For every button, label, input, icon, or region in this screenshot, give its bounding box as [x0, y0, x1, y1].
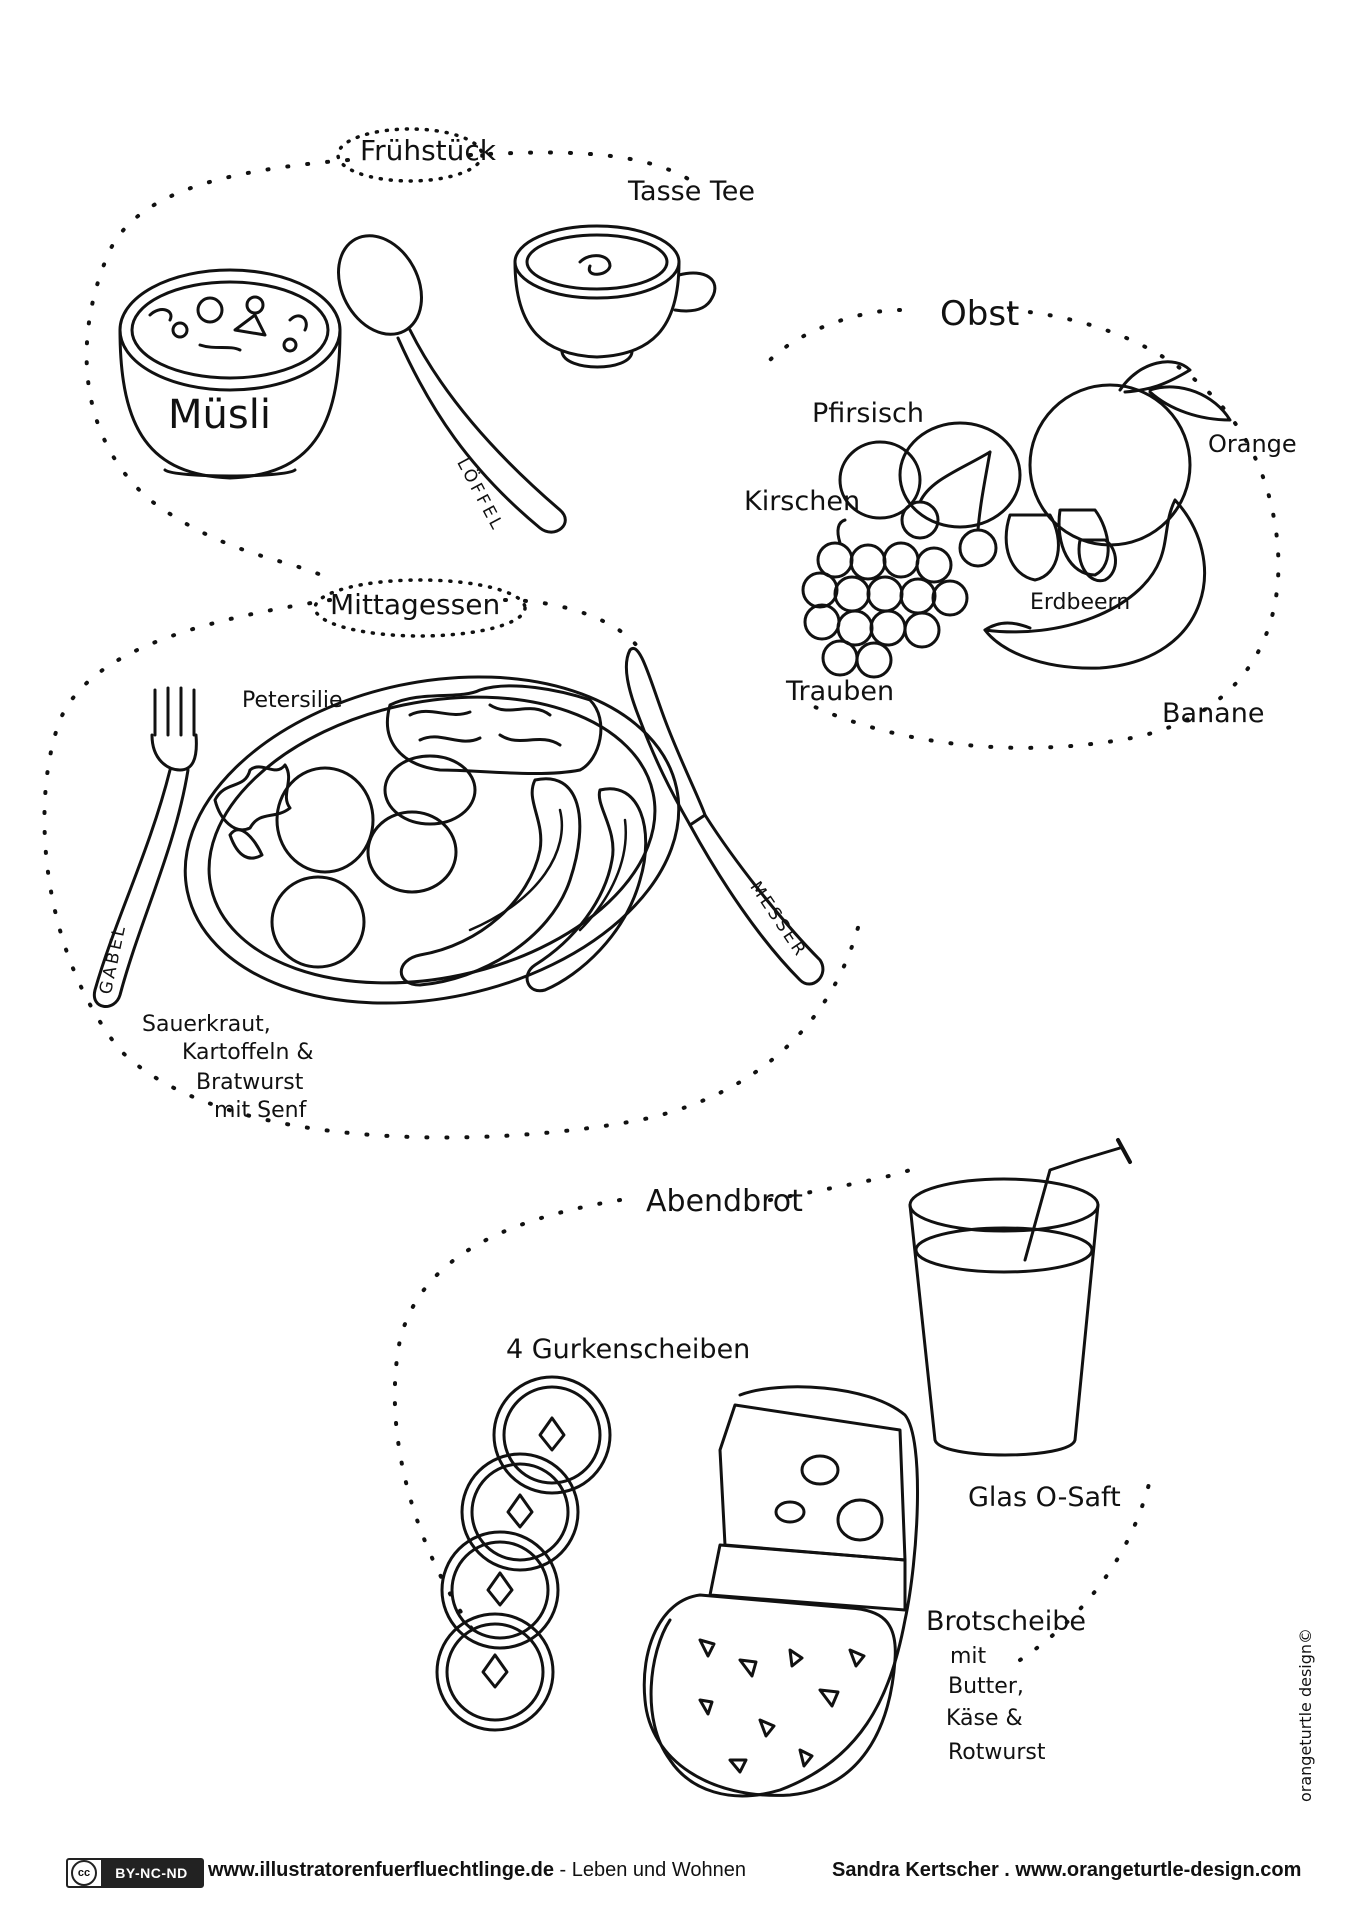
footer-author: Sandra Kertscher — [832, 1859, 999, 1881]
footer-topic: Leben und Wohnen — [571, 1859, 746, 1881]
lunch-boundary — [42, 598, 862, 1140]
fork — [92, 686, 198, 1008]
section-title-fruehstueck: Frühstück — [360, 134, 496, 167]
banana-fruit — [983, 498, 1206, 670]
sausages — [399, 777, 648, 993]
bread-label-line-4: Käse & — [946, 1706, 1023, 1731]
muesli-label: Müsli — [168, 392, 271, 438]
footer-link-right[interactable]: www.orangeturtle-design.com — [1015, 1859, 1302, 1881]
artist-signature: orangeturtle design© — [1296, 1627, 1315, 1802]
lunch-description-line-4: mit Senf — [214, 1098, 307, 1123]
butter — [708, 1543, 907, 1612]
label-ovals — [313, 127, 527, 638]
cucumber-slices — [435, 1375, 612, 1732]
fruit-boundary — [768, 308, 902, 362]
peach-fruit — [898, 421, 1022, 529]
lunch-boundary-right — [503, 598, 642, 652]
parsley-label: Petersilie — [242, 688, 343, 713]
muesli-bowl — [118, 268, 342, 480]
section-title-mittagessen: Mittagessen — [330, 588, 501, 621]
fruehstueck-oval — [336, 127, 484, 183]
spoon — [337, 234, 567, 534]
cherries-label: Kirschen — [744, 486, 861, 517]
section-title-obst: Obst — [940, 294, 1020, 334]
footer-separator: - — [553, 1859, 572, 1881]
cherries — [900, 450, 998, 568]
fruit-illustration — [801, 360, 1232, 679]
cc-license-badge[interactable]: cc BY-NC-ND — [66, 1858, 204, 1888]
cc-icon: cc — [71, 1860, 97, 1886]
lunch-description-line-2: Kartoffeln & — [182, 1040, 314, 1065]
footer: www.illustratorenfuerfluechtlinge.de - L… — [0, 1856, 1358, 1892]
fruit-boundary-right — [798, 308, 1281, 750]
cucumber-label: 4 Gurkenscheiben — [506, 1334, 751, 1365]
dinner-boundary-right — [768, 1168, 912, 1202]
lunch-description-line-1: Sauerkraut, — [142, 1012, 271, 1037]
footer-link-left[interactable]: www.illustratorenfuerfluechtlinge.de — [208, 1859, 554, 1881]
plate — [183, 675, 681, 1005]
strawberries-label: Erdbeern — [1030, 590, 1131, 615]
dinner-boundary — [392, 1198, 622, 1642]
breakfast-boundary-right — [468, 150, 692, 182]
bread-label-line-5: Rotwurst — [948, 1740, 1046, 1765]
tea-cup — [513, 224, 717, 369]
mittagessen-oval — [313, 578, 527, 638]
bread-label-line-1: Brotscheibe — [926, 1606, 1087, 1637]
bread-label-line-2: mit — [950, 1644, 987, 1669]
lunch-description-line-3: Bratwurst — [196, 1070, 304, 1095]
peach-label: Pfirsisch — [812, 398, 924, 429]
juice-label: Glas O-Saft — [968, 1482, 1121, 1513]
footer-dot: . — [998, 1859, 1016, 1881]
section-title-abendbrot: Abendbrot — [646, 1184, 803, 1219]
orange-label: Orange — [1208, 430, 1297, 458]
potatoes — [270, 754, 477, 969]
sauerkraut — [385, 684, 603, 776]
grape-cluster — [801, 518, 969, 679]
parsley — [213, 763, 292, 860]
strawberries — [1004, 508, 1117, 583]
rotwurst — [642, 1593, 897, 1797]
knife — [624, 646, 825, 986]
banana-label: Banane — [1162, 698, 1265, 729]
breakfast-boundary — [84, 158, 350, 582]
dotted-boundaries — [42, 150, 1281, 1662]
tea-label: Tasse Tee — [628, 176, 756, 207]
juice-glass — [908, 1138, 1132, 1457]
bread-slice — [642, 1385, 919, 1798]
bread-label-line-3: Butter, — [948, 1674, 1024, 1699]
license-type: BY-NC-ND — [101, 1860, 202, 1886]
grapes-label: Trauben — [786, 676, 895, 707]
